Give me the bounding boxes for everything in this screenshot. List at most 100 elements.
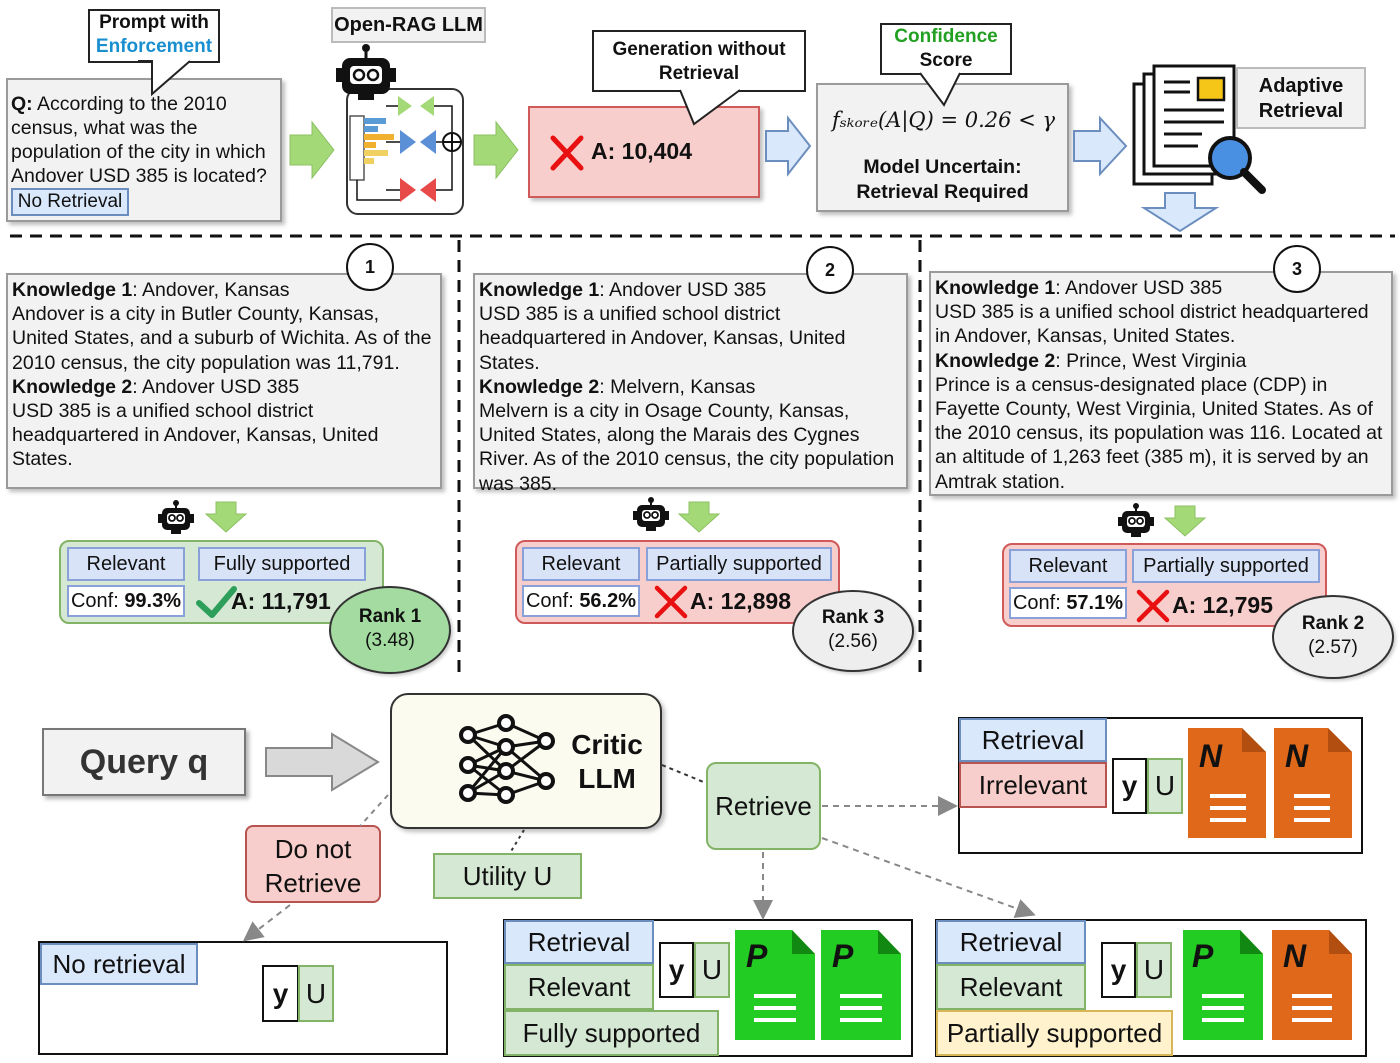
candidate-answer-2: A: 12,898 bbox=[690, 588, 792, 614]
rank-badge-3: Rank 2 (2.57) bbox=[1272, 595, 1394, 679]
connector-critic-retrieve bbox=[661, 764, 707, 784]
document-p-icon bbox=[1183, 930, 1263, 1040]
candidate-number-1: 1 bbox=[346, 243, 394, 291]
rank-score-3: (2.57) bbox=[1308, 637, 1358, 658]
green-down-arrow-3 bbox=[1163, 505, 1207, 537]
document-search-icon bbox=[1132, 64, 1266, 194]
adaptive-label: Adaptive Retrieval bbox=[1236, 67, 1366, 129]
knowledge-2-label: Knowledge 2 bbox=[935, 349, 1056, 372]
rank-score-1: (3.48) bbox=[365, 630, 415, 651]
confidence-tag-2: Conf: 56.2% bbox=[522, 585, 640, 617]
rank-badge-2: Rank 3 (2.56) bbox=[792, 590, 914, 672]
green-down-arrow-1 bbox=[204, 501, 248, 533]
robot-icon-small-3 bbox=[1118, 503, 1154, 537]
conf-label-3: Conf: bbox=[1012, 592, 1067, 614]
answer-text: A: 10,404 bbox=[591, 138, 693, 164]
green-arrow-2 bbox=[473, 120, 519, 180]
doc-letter-n: N bbox=[1199, 738, 1223, 774]
uncertain-line2: Retrieval Required bbox=[856, 181, 1029, 203]
check-icon bbox=[196, 586, 237, 618]
knowledge-2-title: : Andover USD 385 bbox=[132, 375, 300, 398]
doc-letter-p: P bbox=[1192, 938, 1214, 974]
retrieval-tag-partial: Retrieval bbox=[936, 920, 1086, 964]
arrow-to-no-retrieval bbox=[242, 904, 291, 942]
wrong-answer-icon-3 bbox=[1136, 589, 1170, 623]
prompt-callout: Prompt with Enforcement bbox=[88, 9, 220, 63]
critic-line2: LLM bbox=[578, 763, 636, 794]
critic-line1: Critic bbox=[571, 729, 643, 760]
confidence-tag-1: Conf: 99.3% bbox=[67, 585, 185, 617]
relevance-tag-3: Relevant bbox=[1009, 549, 1127, 583]
knowledge-1-label: Knowledge 1 bbox=[12, 279, 133, 301]
y-token: y bbox=[1112, 758, 1147, 814]
knowledge-2-title: : Prince, West Virginia bbox=[1055, 349, 1247, 372]
knowledge-1-text: Andover is a city in Butler County, Kans… bbox=[12, 303, 432, 374]
uncertain-text: Model Uncertain: Retrieval Required bbox=[820, 155, 1065, 205]
prompt-callout-line1: Prompt with bbox=[99, 12, 209, 33]
do-not-line1: Do not bbox=[274, 834, 352, 864]
document-p-icon bbox=[735, 930, 815, 1040]
connector-critic-do-not bbox=[359, 794, 389, 827]
wrong-answer-icon bbox=[550, 135, 584, 171]
u-token: U bbox=[1136, 942, 1172, 998]
document-n-icon bbox=[1272, 930, 1352, 1040]
candidate-answer-1: A: 11,791 bbox=[231, 588, 331, 614]
doc-letter-n: N bbox=[1283, 938, 1307, 974]
retrieve-tag: Retrieve bbox=[706, 762, 821, 850]
do-not-retrieve-tag: Do not Retrieve bbox=[245, 825, 381, 903]
model-label: Open-RAG LLM bbox=[331, 7, 486, 43]
no-retrieval-tag-bottom: No retrieval bbox=[40, 943, 198, 985]
knowledge-1-title: : Andover, Kansas bbox=[132, 279, 290, 301]
doc-letter-p: P bbox=[746, 938, 768, 974]
robot-icon-small-2 bbox=[633, 497, 669, 531]
document-n-icon bbox=[1188, 728, 1266, 838]
conf-value-2: 56.2% bbox=[579, 590, 637, 612]
u-token: U bbox=[298, 965, 334, 1022]
uncertain-line1: Model Uncertain: bbox=[863, 156, 1022, 178]
support-tag-3: Partially supported bbox=[1132, 549, 1320, 583]
knowledge-box-3: Knowledge 1: Andover USD 385 USD 385 is … bbox=[929, 271, 1393, 496]
blue-arrow-1 bbox=[765, 115, 812, 177]
doc-letter-n: N bbox=[1285, 738, 1309, 774]
retrieval-tag-irrelevant: Retrieval bbox=[959, 718, 1107, 762]
question-label: Q: bbox=[11, 93, 33, 115]
relevance-tag-1: Relevant bbox=[67, 547, 185, 581]
knowledge-2-text: USD 385 is a unified school district hea… bbox=[12, 400, 379, 471]
candidate-answer-3: A: 12,795 bbox=[1172, 592, 1274, 618]
generation-callout-text: Generation without Retrieval bbox=[612, 39, 786, 84]
confidence-callout-tail bbox=[919, 72, 961, 107]
utility-tag: Utility U bbox=[433, 853, 582, 899]
green-down-arrow-2 bbox=[677, 501, 721, 533]
relevance-tag-2: Relevant bbox=[522, 547, 640, 581]
generation-callout: Generation without Retrieval bbox=[592, 30, 806, 92]
rank-score-2: (2.56) bbox=[828, 631, 878, 652]
confidence-callout-line2: Score bbox=[919, 50, 973, 71]
y-token: y bbox=[262, 965, 299, 1022]
fully-supported-tag: Fully supported bbox=[504, 1010, 719, 1056]
robot-icon bbox=[336, 44, 396, 100]
document-p-icon bbox=[821, 930, 901, 1040]
rank-label-3: Rank 2 bbox=[1301, 613, 1365, 634]
conf-value-3: 57.1% bbox=[1066, 592, 1124, 614]
candidate-number-2: 2 bbox=[806, 246, 854, 294]
generation-callout-tail bbox=[679, 89, 741, 126]
critic-llm-box bbox=[390, 693, 662, 829]
conf-value-1: 99.3% bbox=[124, 590, 182, 612]
retrieval-tag-fully: Retrieval bbox=[504, 920, 654, 964]
robot-icon-small-1 bbox=[158, 500, 194, 534]
prompt-callout-line2: Enforcement bbox=[95, 36, 213, 57]
partially-supported-tag: Partially supported bbox=[936, 1010, 1173, 1056]
support-tag-1: Fully supported bbox=[198, 547, 366, 581]
knowledge-box-2: Knowledge 1: Andover USD 385 USD 385 is … bbox=[473, 273, 908, 495]
confidence-callout: Confidence Score bbox=[880, 23, 1012, 75]
confidence-tag-3: Conf: 57.1% bbox=[1009, 587, 1127, 619]
knowledge-1-title: : Andover USD 385 bbox=[599, 279, 767, 301]
blue-arrow-down bbox=[1140, 192, 1220, 233]
adaptive-text: Adaptive Retrieval bbox=[1258, 75, 1344, 122]
u-token: U bbox=[1147, 758, 1183, 814]
y-token: y bbox=[659, 942, 694, 998]
rank-label-1: Rank 1 bbox=[358, 606, 422, 627]
knowledge-2-text: Prince is a census-designated place (CDP… bbox=[935, 373, 1383, 493]
candidate-number-3: 3 bbox=[1273, 245, 1321, 293]
